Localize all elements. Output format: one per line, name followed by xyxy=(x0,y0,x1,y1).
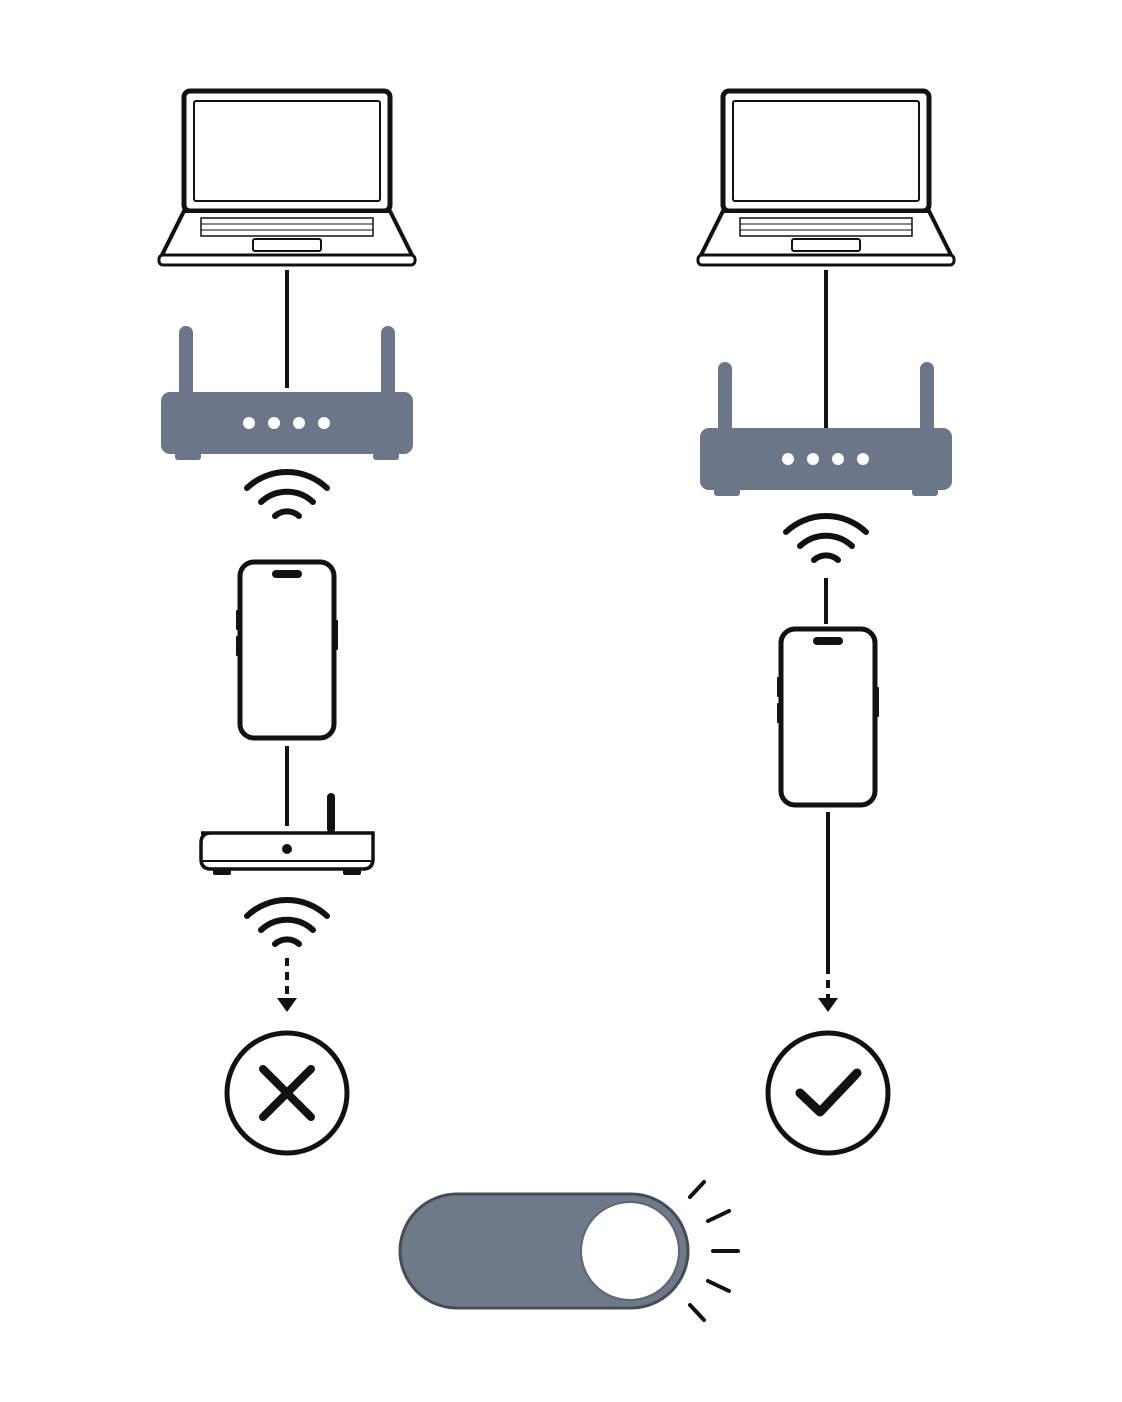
left-path xyxy=(159,91,415,1156)
arrow-down-icon xyxy=(277,998,297,1012)
glow-rays xyxy=(688,1180,740,1322)
connection-success-icon xyxy=(765,1030,891,1156)
connection-failed-icon xyxy=(224,1030,350,1156)
wifi-signal-icon xyxy=(247,900,327,944)
toggle-switch-icon xyxy=(398,1180,740,1322)
smartphone-icon xyxy=(777,629,879,805)
laptop-icon xyxy=(159,91,415,265)
laptop-icon xyxy=(698,91,954,265)
wifi-signal-icon xyxy=(786,516,866,560)
right-path xyxy=(698,91,954,1156)
smartphone-icon xyxy=(236,562,338,738)
arrow-down-icon xyxy=(818,998,838,1012)
wifi-signal-icon xyxy=(247,472,327,516)
